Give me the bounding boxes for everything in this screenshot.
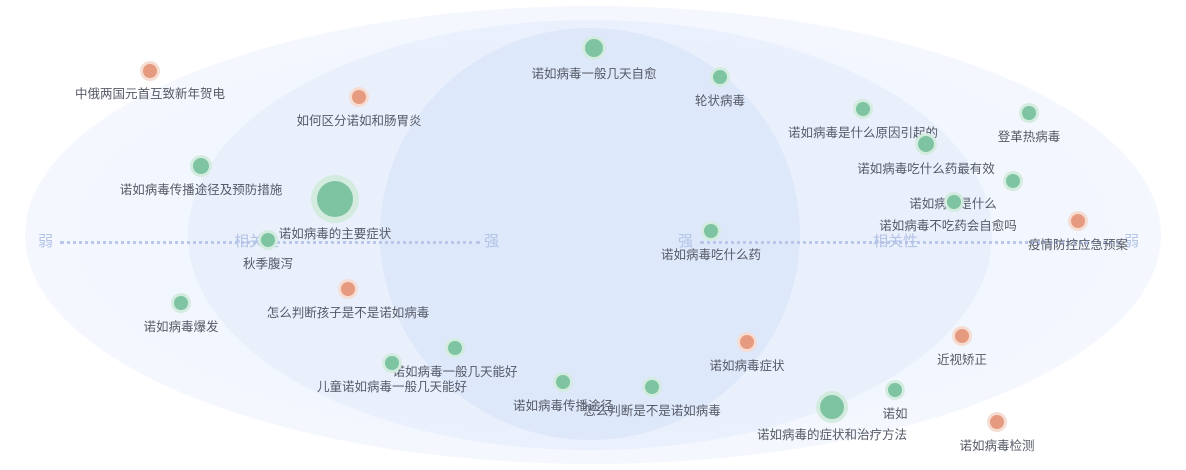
keyword-node-dot[interactable] xyxy=(918,136,934,152)
right-relevance-axis xyxy=(700,241,1120,244)
keyword-node-label[interactable]: 诺如病毒一般几天自愈 xyxy=(531,66,657,81)
keyword-node-dot[interactable] xyxy=(448,341,462,355)
keyword-node-dot[interactable] xyxy=(955,329,969,343)
keyword-node-dot[interactable] xyxy=(740,335,754,349)
keyword-node-dot[interactable] xyxy=(645,380,659,394)
keyword-node-dot[interactable] xyxy=(193,158,209,174)
keyword-node-label[interactable]: 轮状病毒 xyxy=(694,93,746,108)
keyword-node-dot[interactable] xyxy=(947,195,961,209)
axis-right-relevance-label: 相关性 xyxy=(873,232,919,250)
keyword-node-dot[interactable] xyxy=(990,415,1004,429)
keyword-node-dot[interactable] xyxy=(1071,214,1085,228)
keyword-node-dot[interactable] xyxy=(317,181,353,217)
axis-left-strong-label: 强 xyxy=(484,232,500,250)
keyword-node-dot[interactable] xyxy=(704,224,718,238)
keyword-node-dot[interactable] xyxy=(143,64,157,78)
keyword-node-label[interactable]: 怎么判断孩子是不是诺如病毒 xyxy=(266,305,430,320)
keyword-node-dot[interactable] xyxy=(585,39,603,57)
keyword-node-dot[interactable] xyxy=(556,375,570,389)
keyword-node-label[interactable]: 中俄两国元首互致新年贺电 xyxy=(74,86,226,101)
keyword-node-label[interactable]: 诺如病毒吃什么药最有效 xyxy=(857,161,995,176)
keyword-node-label[interactable]: 诺如病毒传播途径 xyxy=(512,398,614,413)
keyword-node-label[interactable]: 疫情防控应急预案 xyxy=(1027,237,1129,252)
keyword-node-label[interactable]: 诺如病毒的症状和治疗方法 xyxy=(756,427,908,442)
keyword-node-dot[interactable] xyxy=(174,296,188,310)
keyword-node-label[interactable]: 秋季腹泻 xyxy=(242,256,294,271)
axis-right-strong-label: 强 xyxy=(678,232,694,250)
keyword-node-label[interactable]: 诺如病毒爆发 xyxy=(143,319,219,334)
keyword-node-dot[interactable] xyxy=(341,282,355,296)
keyword-node-dot[interactable] xyxy=(1022,106,1036,120)
keyword-node-label[interactable]: 诺如病毒一般几天能好 xyxy=(392,364,518,379)
keyword-node-dot[interactable] xyxy=(385,356,399,370)
keyword-node-dot[interactable] xyxy=(713,70,727,84)
keyword-node-label[interactable]: 诺如病毒是什么原因引起的 xyxy=(787,125,939,140)
keyword-node-label[interactable]: 怎么判断是不是诺如病毒 xyxy=(583,403,721,418)
keyword-node-dot[interactable] xyxy=(820,395,844,419)
axis-left-weak-label: 弱 xyxy=(38,232,54,250)
keyword-node-dot[interactable] xyxy=(888,383,902,397)
keyword-node-dot[interactable] xyxy=(1006,174,1020,188)
keyword-node-label[interactable]: 诺如病毒不吃药会自愈吗 xyxy=(879,218,1017,233)
keyword-node-label[interactable]: 登革热病毒 xyxy=(997,129,1061,144)
keyword-node-label[interactable]: 诺如病毒吃什么药 xyxy=(660,247,762,262)
keyword-node-label[interactable]: 诺如病毒症状 xyxy=(709,358,785,373)
keyword-node-label[interactable]: 诺如病毒传播途径及预防措施 xyxy=(119,182,283,197)
axis-right-weak-label: 弱 xyxy=(1124,232,1140,250)
keyword-node-dot[interactable] xyxy=(856,102,870,116)
keyword-node-dot[interactable] xyxy=(261,233,275,247)
keyword-node-label[interactable]: 近视矫正 xyxy=(936,352,988,367)
keyword-node-dot[interactable] xyxy=(352,90,366,104)
keyword-node-label[interactable]: 儿童诺如病毒一般几天能好 xyxy=(316,379,468,394)
keyword-node-label[interactable]: 诺如病毒的主要症状 xyxy=(278,226,392,241)
keyword-node-label[interactable]: 诺如 xyxy=(882,406,908,421)
keyword-node-label[interactable]: 诺如病毒检测 xyxy=(959,438,1035,453)
keyword-node-label[interactable]: 如何区分诺如和肠胃炎 xyxy=(296,113,422,128)
